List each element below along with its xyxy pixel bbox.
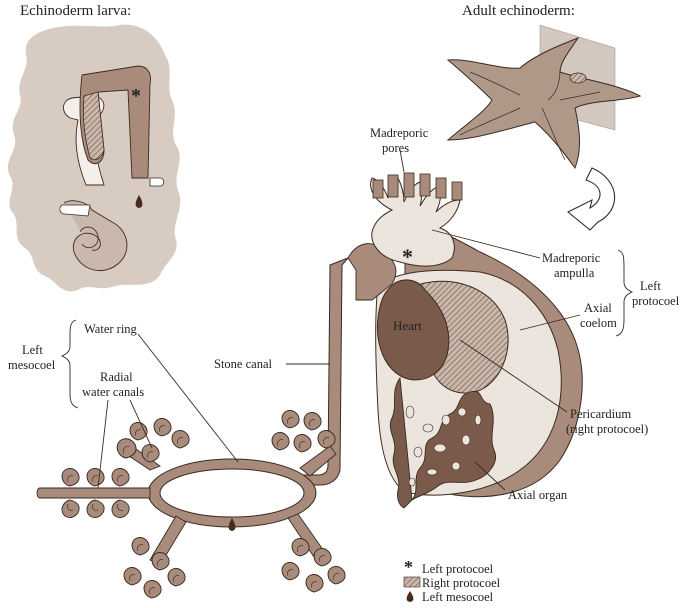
legend-item-left-mesocoel: Left mesocoel	[406, 590, 494, 604]
brace-left-protocoel	[615, 249, 634, 337]
legend-label: Right protocoel	[422, 576, 501, 590]
madreporic-pore	[451, 181, 463, 201]
larva-hydropore	[149, 177, 165, 187]
legend-item-left-protocoel: * Left protocoel	[404, 557, 494, 577]
tube-feet-ampullae-lower-left	[123, 537, 186, 599]
leader-water-ring	[137, 333, 239, 463]
label-pericardium-line1: Pericardium	[570, 407, 631, 421]
label-axial-organ: Axial organ	[508, 488, 568, 502]
label-axial-coelom-line2: coelom	[580, 316, 617, 330]
label-left-protocoel-line2: protocoel	[632, 294, 680, 308]
leader-pericardium	[459, 339, 568, 413]
starfish-madreporite	[569, 72, 587, 84]
label-madreporic-ampulla-line2: ampulla	[554, 266, 595, 280]
legend: * Left protocoel Right protocoel Left me…	[403, 557, 501, 604]
larva-title: Echinoderm larva:	[20, 3, 131, 19]
label-madreporic-ampulla-line1: Madreporic	[542, 251, 601, 265]
label-water-ring: Water ring	[84, 322, 138, 336]
madreporic-pore	[372, 179, 384, 199]
legend-label: Left protocoel	[422, 562, 494, 576]
asterisk-icon: *	[404, 557, 413, 577]
larva-drop-symbol	[135, 195, 143, 208]
label-stone-canal: Stone canal	[214, 357, 272, 371]
larva-asterisk-symbol: *	[131, 85, 141, 107]
label-left-protocoel-line1: Left	[640, 279, 661, 293]
water-vascular-system	[36, 257, 349, 599]
radial-canal-upper-right	[299, 445, 337, 477]
madreporic-pore	[387, 174, 399, 198]
madreporic-pores-group	[372, 172, 463, 201]
label-radial-water-canals-line1: Radial	[100, 370, 133, 384]
heart	[376, 279, 450, 381]
leader-lines	[60, 149, 634, 491]
axial-organ	[389, 376, 496, 509]
starfish-body	[446, 36, 642, 170]
tube-feet-ampullae-upper-left	[116, 418, 190, 463]
tube-feet-ampullae-upper-right	[271, 410, 336, 453]
leader-radial-canal-1	[97, 399, 109, 489]
larva-intestine	[79, 226, 99, 249]
label-left-mesocoel-line2: mesocoel	[8, 358, 56, 372]
label-madreporic-pores-line1: Madreporic	[370, 126, 429, 140]
leader-madreporic-ampulla	[431, 229, 541, 259]
starfish-ambulacral-grooves	[459, 69, 601, 161]
brace-left-mesocoel	[60, 319, 79, 409]
hatched-swatch-icon	[403, 576, 421, 588]
legend-item-right-protocoel: Right protocoel	[403, 576, 501, 590]
label-left-mesocoel-line1: Left	[22, 343, 43, 357]
larva-right-protocoel	[82, 91, 105, 160]
leader-axial-organ	[474, 461, 506, 491]
echinoderm-larva: *	[7, 24, 181, 292]
legend-label: Left mesocoel	[422, 590, 494, 604]
adult-starfish	[446, 24, 642, 170]
ring-drop-symbol	[228, 518, 236, 531]
madreporic-pore	[435, 177, 447, 199]
label-madreporic-pores-line2: pores	[382, 141, 409, 155]
label-axial-coelom-line1: Axial	[584, 301, 612, 315]
larva-esophagus	[59, 204, 91, 217]
radial-canal-left	[36, 487, 151, 499]
label-radial-water-canals-line2: water canals	[82, 385, 144, 399]
larva-stomach	[63, 200, 128, 271]
madreporic-pore	[403, 172, 415, 198]
axial-organ-lumens	[405, 405, 482, 487]
ampulla-asterisk-symbol: *	[402, 244, 413, 269]
adult-title: Adult echinoderm:	[462, 3, 575, 19]
leader-radial-canal-2	[129, 399, 153, 449]
leader-axial-coelom	[519, 314, 581, 331]
water-ring-lumen	[159, 468, 305, 518]
heart-label: Heart	[393, 318, 422, 333]
curved-arrow-icon	[566, 167, 616, 231]
axial-complex: * Heart	[347, 172, 583, 509]
madreporic-pore	[419, 173, 431, 197]
label-pericardium-line2: (right protocoel)	[566, 422, 648, 436]
madreporic-ampulla	[370, 177, 461, 267]
leader-madreporic-pores	[399, 149, 405, 173]
drop-icon	[406, 591, 414, 602]
